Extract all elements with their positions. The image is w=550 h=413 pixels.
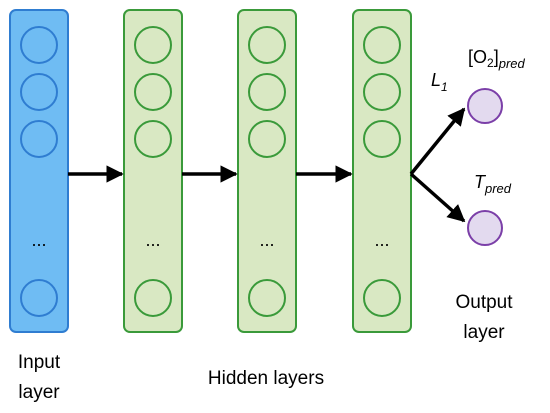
output-layer-label: Output	[455, 292, 513, 313]
input-node	[20, 279, 58, 317]
hidden-node	[248, 120, 286, 158]
hidden-node	[248, 26, 286, 64]
hidden-node	[363, 120, 401, 158]
output-label-t: Tpred	[474, 172, 512, 196]
input-node	[20, 73, 58, 111]
input-node	[20, 26, 58, 64]
input-layer-label: Input	[18, 352, 61, 373]
input-ellipsis: ...	[31, 230, 46, 250]
output-label-o2: [O2]pred	[468, 47, 526, 71]
input-layer: ...	[9, 9, 69, 333]
hidden-node	[248, 279, 286, 317]
hidden-node	[134, 73, 172, 111]
hidden-layer-3: ...	[352, 9, 412, 333]
output-node-o2	[467, 88, 503, 124]
hidden-layer-1: ...	[123, 9, 183, 333]
output-layer-label-line2: layer	[463, 322, 505, 343]
hidden-layer-2: ...	[237, 9, 297, 333]
arrow-to-output-t	[409, 172, 466, 223]
hidden-node	[134, 26, 172, 64]
hidden-layers-label: Hidden layers	[208, 368, 324, 389]
hidden-node	[134, 279, 172, 317]
hidden-ellipsis: ...	[145, 230, 160, 250]
hidden-ellipsis: ...	[259, 230, 274, 250]
hidden-node	[248, 73, 286, 111]
loss-label: L1	[431, 70, 448, 94]
hidden-node	[363, 26, 401, 64]
input-layer-label-line2: layer	[18, 382, 60, 403]
output-node-t	[467, 210, 503, 246]
input-node	[20, 120, 58, 158]
hidden-node	[363, 279, 401, 317]
hidden-node	[134, 120, 172, 158]
hidden-node	[363, 73, 401, 111]
hidden-ellipsis: ...	[374, 230, 389, 250]
arrow-to-output-o2	[409, 107, 466, 176]
